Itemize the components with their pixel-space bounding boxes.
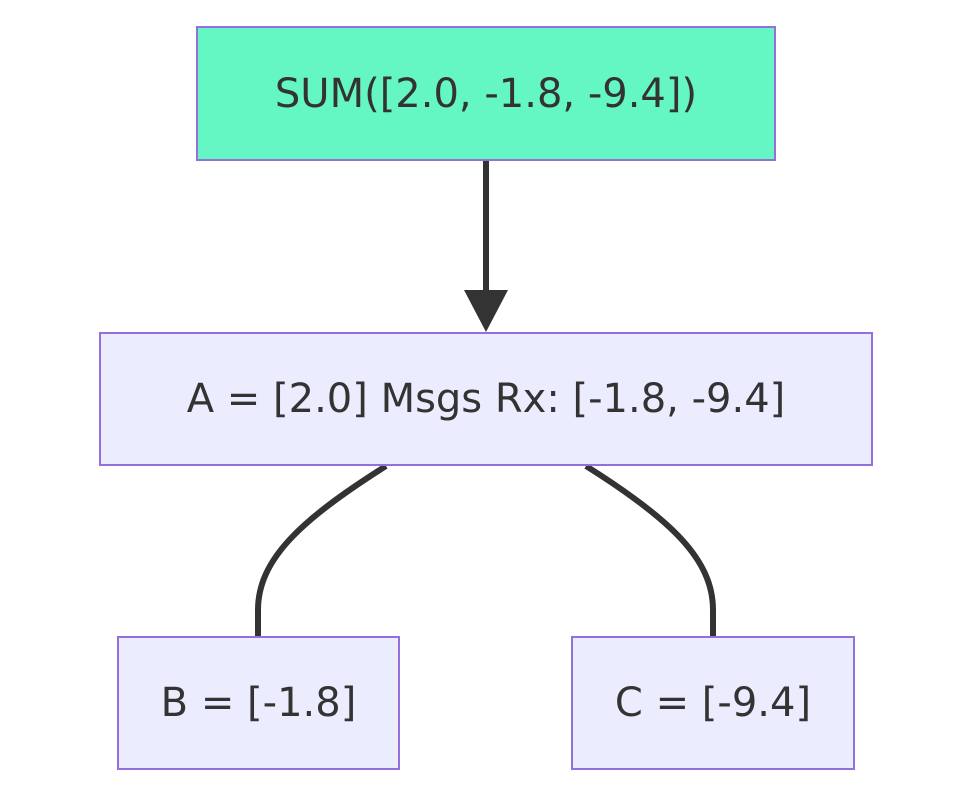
arrowhead-root-to-a xyxy=(464,290,508,332)
node-a-label: A = [2.0] Msgs Rx: [-1.8, -9.4] xyxy=(186,376,786,422)
edge-a-to-b xyxy=(255,463,388,636)
node-c[interactable]: C = [-9.4] xyxy=(571,636,855,770)
node-b[interactable]: B = [-1.8] xyxy=(117,636,400,770)
node-c-label: C = [-9.4] xyxy=(614,680,812,726)
node-b-label: B = [-1.8] xyxy=(160,680,357,726)
edge-a-to-c xyxy=(584,463,716,636)
node-root[interactable]: SUM([2.0, -1.8, -9.4]) xyxy=(196,26,776,161)
node-a[interactable]: A = [2.0] Msgs Rx: [-1.8, -9.4] xyxy=(99,332,873,466)
node-root-label: SUM([2.0, -1.8, -9.4]) xyxy=(274,70,698,117)
